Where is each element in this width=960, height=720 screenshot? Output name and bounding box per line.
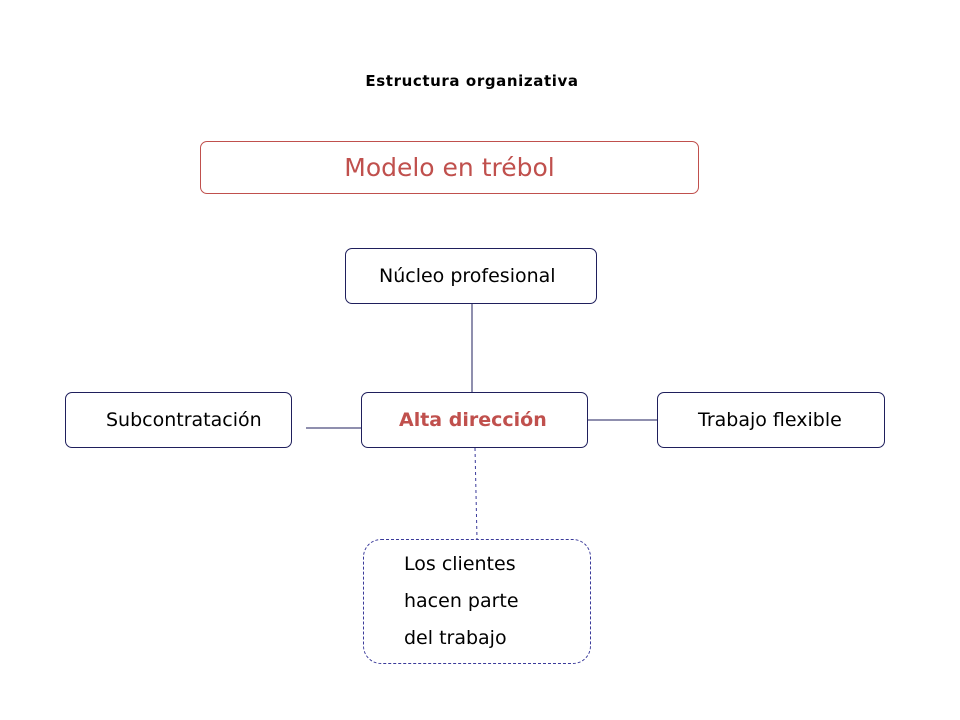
node-clients-line-2: hacen parte bbox=[404, 590, 519, 612]
node-clients: Los clientes hacen parte del trabajo bbox=[363, 539, 591, 664]
node-core-label: Núcleo profesional bbox=[379, 265, 556, 287]
node-outsourcing: Subcontratación bbox=[65, 392, 292, 448]
node-flexible-label: Trabajo flexible bbox=[698, 409, 842, 431]
node-clients-line-1: Los clientes bbox=[404, 553, 516, 575]
diagram-title: Estructura organizativa bbox=[365, 72, 579, 90]
connector-management-clients bbox=[474, 447, 478, 540]
node-management-label: Alta dirección bbox=[399, 409, 547, 431]
node-flexible: Trabajo flexible bbox=[657, 392, 885, 448]
model-box: Modelo en trébol bbox=[200, 141, 699, 194]
node-management: Alta dirección bbox=[361, 392, 588, 448]
node-core: Núcleo profesional bbox=[345, 248, 597, 304]
node-outsourcing-label: Subcontratación bbox=[106, 409, 262, 431]
node-clients-line-3: del trabajo bbox=[404, 627, 507, 649]
model-label: Modelo en trébol bbox=[344, 153, 555, 182]
